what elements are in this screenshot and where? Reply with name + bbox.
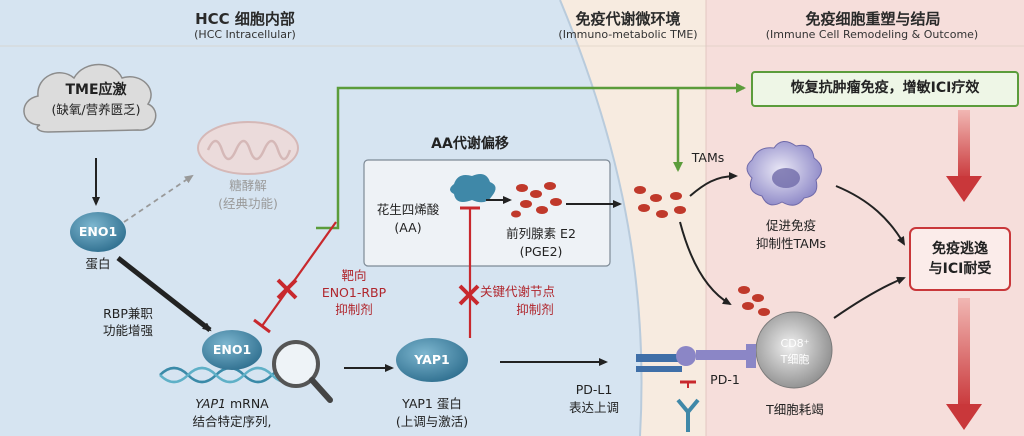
yap1-protein-blob (396, 338, 468, 382)
cd8-label: CD8⁺ (780, 337, 810, 350)
yap1-protein-label: YAP1 蛋白 (402, 396, 462, 411)
hcc-section-subtitle: (HCC Intracellular) (194, 28, 296, 41)
eno1-bound-label: ENO1 (212, 342, 252, 357)
inhibitor2-line1: 关键代谢节点 (480, 284, 556, 299)
restore-box (751, 71, 1019, 107)
magnifier-icon (272, 340, 333, 403)
t-exhaust-label: T细胞耗竭 (766, 402, 824, 417)
tme-pge2-dots-lower (738, 286, 770, 316)
mitochondrion-icon (197, 121, 299, 175)
escape-sub: 与ICI耐受 (928, 261, 992, 277)
eno1-bound-blob (202, 330, 262, 370)
outcome-section-title: 免疫细胞重塑与结局 (805, 10, 941, 28)
inhibitor1-line3: 抑制剂 (335, 302, 373, 317)
cloud-icon (23, 63, 157, 133)
tme-pge2-dots (634, 186, 686, 218)
rbp-sub: 功能增强 (102, 323, 153, 338)
pdl1-label: PD-L1 (575, 382, 613, 397)
aa-box-title: AA代谢偏移 (431, 136, 509, 152)
tme-section-subtitle: (Immuno-metabolic TME) (558, 28, 698, 41)
inhibitor1-line1: 靶向 (341, 268, 367, 283)
yap1-mrna-sub: 结合特定序列, (192, 414, 272, 429)
big-red-arrow-lower (946, 298, 982, 430)
big-red-arrow-upper (946, 110, 982, 202)
tme-stimulus-title: TME应激 (65, 82, 127, 98)
escape-label: 免疫逃逸 (932, 241, 988, 257)
hcc-section-title: HCC 细胞内部 (195, 10, 295, 28)
aa-label: 花生四烯酸 (376, 202, 440, 217)
inhibit-cross-icon (276, 278, 298, 300)
eno1-cytoplasm-label: ENO1 (78, 224, 118, 239)
eno1-protein-label: 蛋白 (85, 256, 111, 271)
eno1-protein-blob (70, 212, 126, 252)
yap1-mrna-label: YAP1 mRNA (195, 396, 269, 411)
glycolysis-label: 糖酵解 (229, 178, 267, 193)
pge2-dots-icon (511, 182, 562, 218)
yap1-node-label: YAP1 (414, 352, 450, 367)
tams-label: TAMs (691, 150, 725, 165)
pd1-label: PD-1 (710, 372, 740, 387)
inhibitor1-line2: ENO1-RBP (321, 285, 387, 300)
cd8-sub: T细胞 (780, 353, 810, 366)
pge2-sub: (PGE2) (519, 244, 563, 259)
tams-outcome-sub: 抑制性TAMs (755, 236, 826, 251)
glycolysis-sub: (经典功能) (218, 196, 278, 211)
inhibitor2-line2: 抑制剂 (516, 302, 554, 317)
outcome-section-subtitle: (Immune Cell Remodeling & Outcome) (765, 28, 979, 41)
pd1-receptor-icon (636, 344, 756, 432)
aa-molecule-icon (450, 174, 496, 203)
tme-section-title: 免疫代谢微环境 (575, 10, 681, 28)
rbp-label: RBP兼职 (103, 306, 153, 321)
pdl1-sub: 表达上调 (568, 400, 619, 415)
tams-outcome-label: 促进免疫 (765, 218, 816, 233)
hcc-region (0, 0, 642, 436)
restore-box-label: 恢复抗肿瘤免疫，增敏ICI疗效 (790, 80, 980, 96)
inhibit-cross-icon-2 (458, 284, 480, 306)
tme-stimulus-subtitle: (缺氧/营养匮乏) (51, 102, 141, 117)
escape-box (909, 227, 1011, 291)
aa-sub: (AA) (394, 220, 422, 235)
yap1-protein-sub: (上调与激活) (395, 414, 469, 429)
pge2-label: 前列腺素 E2 (506, 226, 576, 241)
